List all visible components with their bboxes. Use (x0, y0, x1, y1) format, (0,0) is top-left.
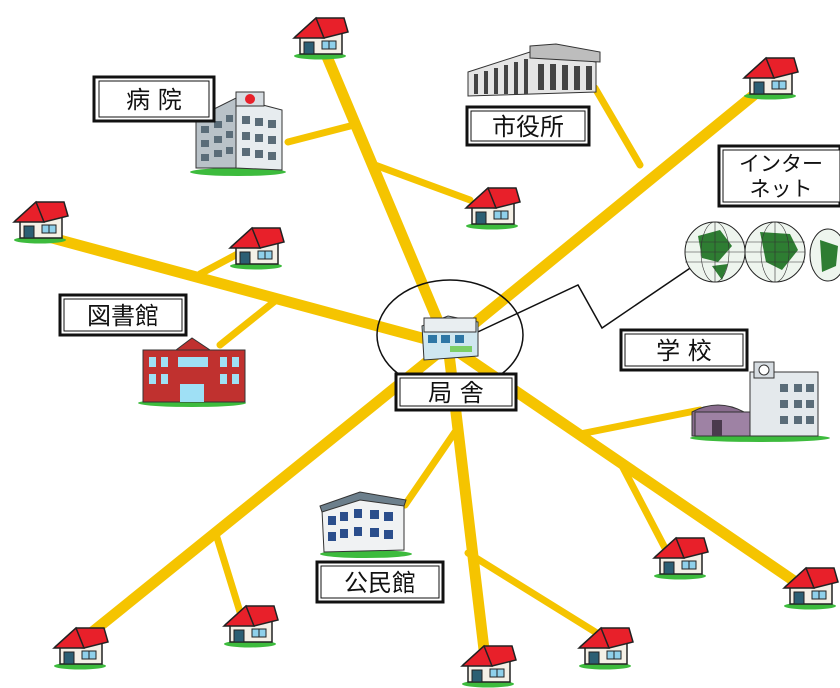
label-internet-line2: ネット (750, 177, 813, 201)
house-icon (743, 57, 799, 100)
labels: 病 院 市役所 インター ネット 図書館 学 校 局 舎 公民館 (87, 86, 823, 597)
house-icon (223, 605, 279, 648)
label-frames (58, 75, 840, 604)
label-community-center: 公民館 (344, 569, 416, 597)
house-icon (229, 227, 285, 270)
label-city-hall: 市役所 (492, 113, 564, 141)
label-library: 図書館 (87, 302, 159, 330)
label-hospital: 病 院 (126, 86, 182, 114)
house-icon (461, 645, 517, 688)
label-school: 学 校 (656, 337, 712, 365)
hospital-building-icon (190, 91, 286, 176)
globe-icon (684, 221, 840, 283)
label-internet-line1: インター (739, 152, 823, 176)
house-icon (13, 201, 69, 244)
label-central-office: 局 舎 (428, 379, 484, 407)
internet-link-line (449, 257, 706, 346)
city-hall-building-icon (467, 43, 601, 97)
house-icon (578, 627, 634, 670)
school-building-icon (690, 361, 830, 442)
house-icon (53, 627, 109, 670)
library-building-icon (138, 337, 246, 407)
house-icon (465, 187, 521, 230)
house-icon (293, 17, 349, 60)
community-center-building-icon (319, 491, 412, 558)
central-office-building-icon (421, 315, 479, 361)
